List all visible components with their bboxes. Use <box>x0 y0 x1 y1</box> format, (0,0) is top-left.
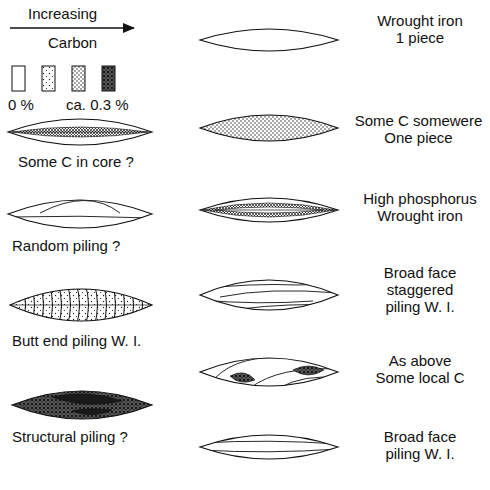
billet-outline <box>8 119 152 145</box>
scale-label: 0 % <box>8 96 34 113</box>
carbon-swatch <box>72 66 85 91</box>
arrow-label: Increasing <box>28 5 97 22</box>
billet-fill <box>200 29 338 51</box>
billet-outline <box>8 200 152 228</box>
billet-fill <box>8 119 152 145</box>
billet-structure <box>8 201 152 219</box>
weld-line <box>200 283 338 289</box>
billet-section <box>8 119 152 145</box>
billet-fill <box>200 435 338 459</box>
weld-line <box>220 291 338 297</box>
specimen-caption: Random piling ? <box>12 237 120 254</box>
billet-fill <box>200 115 338 141</box>
specimen-caption: Some C somewere One piece <box>351 112 486 146</box>
specimen-caption: Wrought iron 1 piece <box>374 12 466 46</box>
carbon-swatch <box>102 66 115 91</box>
carbon-zone <box>230 373 255 382</box>
billet-section <box>200 115 338 141</box>
billet-outline <box>200 115 338 141</box>
billet-section <box>10 283 152 327</box>
carbon-swatch <box>42 66 55 91</box>
specimen-caption: Structural piling ? <box>12 428 128 445</box>
carbon-zone <box>52 394 122 404</box>
carbon-zone <box>293 366 324 375</box>
billet-outline <box>200 280 338 310</box>
carbon-arrow <box>10 27 134 28</box>
billet-outline <box>200 358 338 386</box>
carbon-swatch <box>12 66 25 91</box>
specimen-caption: Some C in core ? <box>18 153 134 170</box>
specimen-caption: Broad face piling W. I. <box>371 428 469 462</box>
weld-line <box>10 305 152 306</box>
billet-section <box>200 198 338 222</box>
weld-line <box>200 441 338 444</box>
specimen-caption: Broad face staggered piling W. I. <box>371 264 469 315</box>
scale-label: ca. 0.3 % <box>66 96 129 113</box>
specimen-caption: As above Some local C <box>371 352 469 386</box>
billet-structure <box>52 394 122 415</box>
billet-section <box>200 280 338 310</box>
billet-outline <box>12 391 152 419</box>
specimen-caption: Butt end piling W. I. <box>12 332 141 349</box>
billet-outline <box>200 29 338 51</box>
weld-line <box>215 357 289 378</box>
billet-fill <box>200 280 338 310</box>
arrow-label: Carbon <box>48 34 97 51</box>
weld-line <box>8 216 152 218</box>
billet-structure <box>200 441 338 452</box>
billet-fill <box>12 391 152 419</box>
billet-structure <box>10 127 150 137</box>
weld-line <box>250 369 338 388</box>
billet-fill <box>200 358 338 386</box>
weld-line <box>200 210 338 211</box>
weld-line <box>279 377 338 388</box>
weld-line <box>200 449 338 452</box>
billet-fill <box>200 198 338 222</box>
billet-section <box>200 357 338 388</box>
billet-outline <box>10 289 152 321</box>
billet-outline <box>200 435 338 459</box>
billet-outline <box>200 198 338 222</box>
billet-structure <box>200 203 338 217</box>
billet-structure <box>10 283 152 327</box>
billet-section <box>200 435 338 459</box>
specimen-caption: High phosphorus Wrought iron <box>355 190 485 224</box>
carbon-zone <box>72 409 112 415</box>
billet-section <box>200 29 338 51</box>
billet-fill <box>10 289 152 321</box>
billet-section <box>12 391 152 419</box>
weld-line <box>10 132 150 133</box>
billet-section <box>8 200 152 228</box>
billet-fill <box>8 200 152 228</box>
